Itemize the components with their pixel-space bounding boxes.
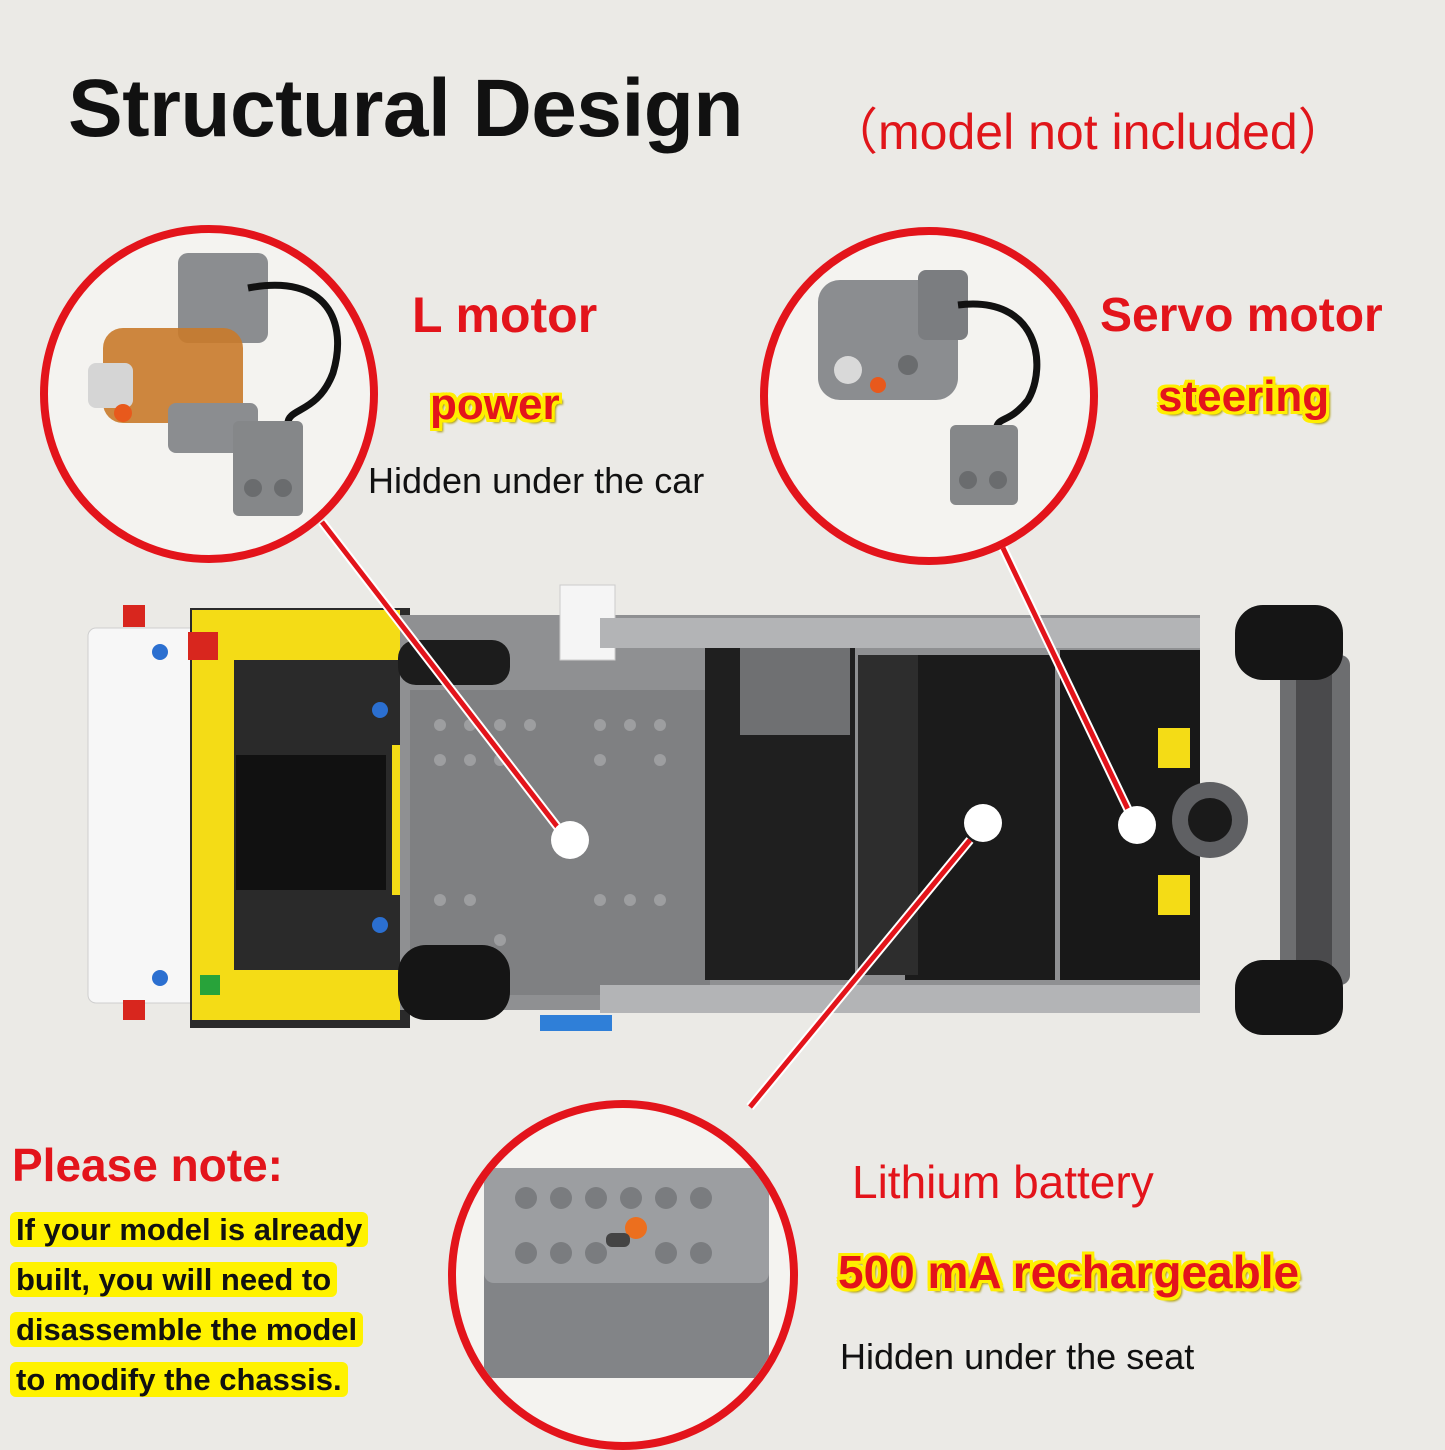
page-subtitle: （model not included） <box>828 104 1348 160</box>
page-title: Structural Design <box>68 63 743 154</box>
battery-box-icon <box>484 1168 769 1378</box>
note-line: built, you will need to <box>10 1255 420 1305</box>
battery-marker <box>964 804 1002 842</box>
l-motor-role-label: power <box>430 380 560 429</box>
battery-role-label: 500 mA rechargeable <box>838 1246 1300 1298</box>
l-motor-icon <box>88 253 342 516</box>
l-motor-title: L motor <box>412 287 598 343</box>
note-line: disassemble the model <box>10 1305 420 1355</box>
servo-motor-title: Servo motor <box>1100 289 1383 342</box>
note-line: to modify the chassis. <box>10 1355 420 1405</box>
servo-motor-icon <box>818 270 1041 505</box>
l-motor-callout-circle <box>40 225 378 563</box>
servo-motor-marker <box>1118 806 1156 844</box>
note-line: If your model is already <box>10 1205 420 1255</box>
pointer-lines-top <box>318 519 1139 1110</box>
note-heading: Please note: <box>12 1139 283 1191</box>
l-motor-caption: Hidden under the car <box>368 460 705 501</box>
car-chassis <box>87 584 1350 1035</box>
battery-title: Lithium battery <box>852 1156 1154 1208</box>
note-text-block: If your model is already built, you will… <box>10 1205 420 1405</box>
servo-motor-role-label: steering <box>1158 372 1330 421</box>
servo-motor-callout-circle <box>760 227 1098 565</box>
l-motor-marker <box>551 821 589 859</box>
battery-caption: Hidden under the seat <box>840 1336 1195 1377</box>
battery-callout-circle <box>448 1100 798 1450</box>
